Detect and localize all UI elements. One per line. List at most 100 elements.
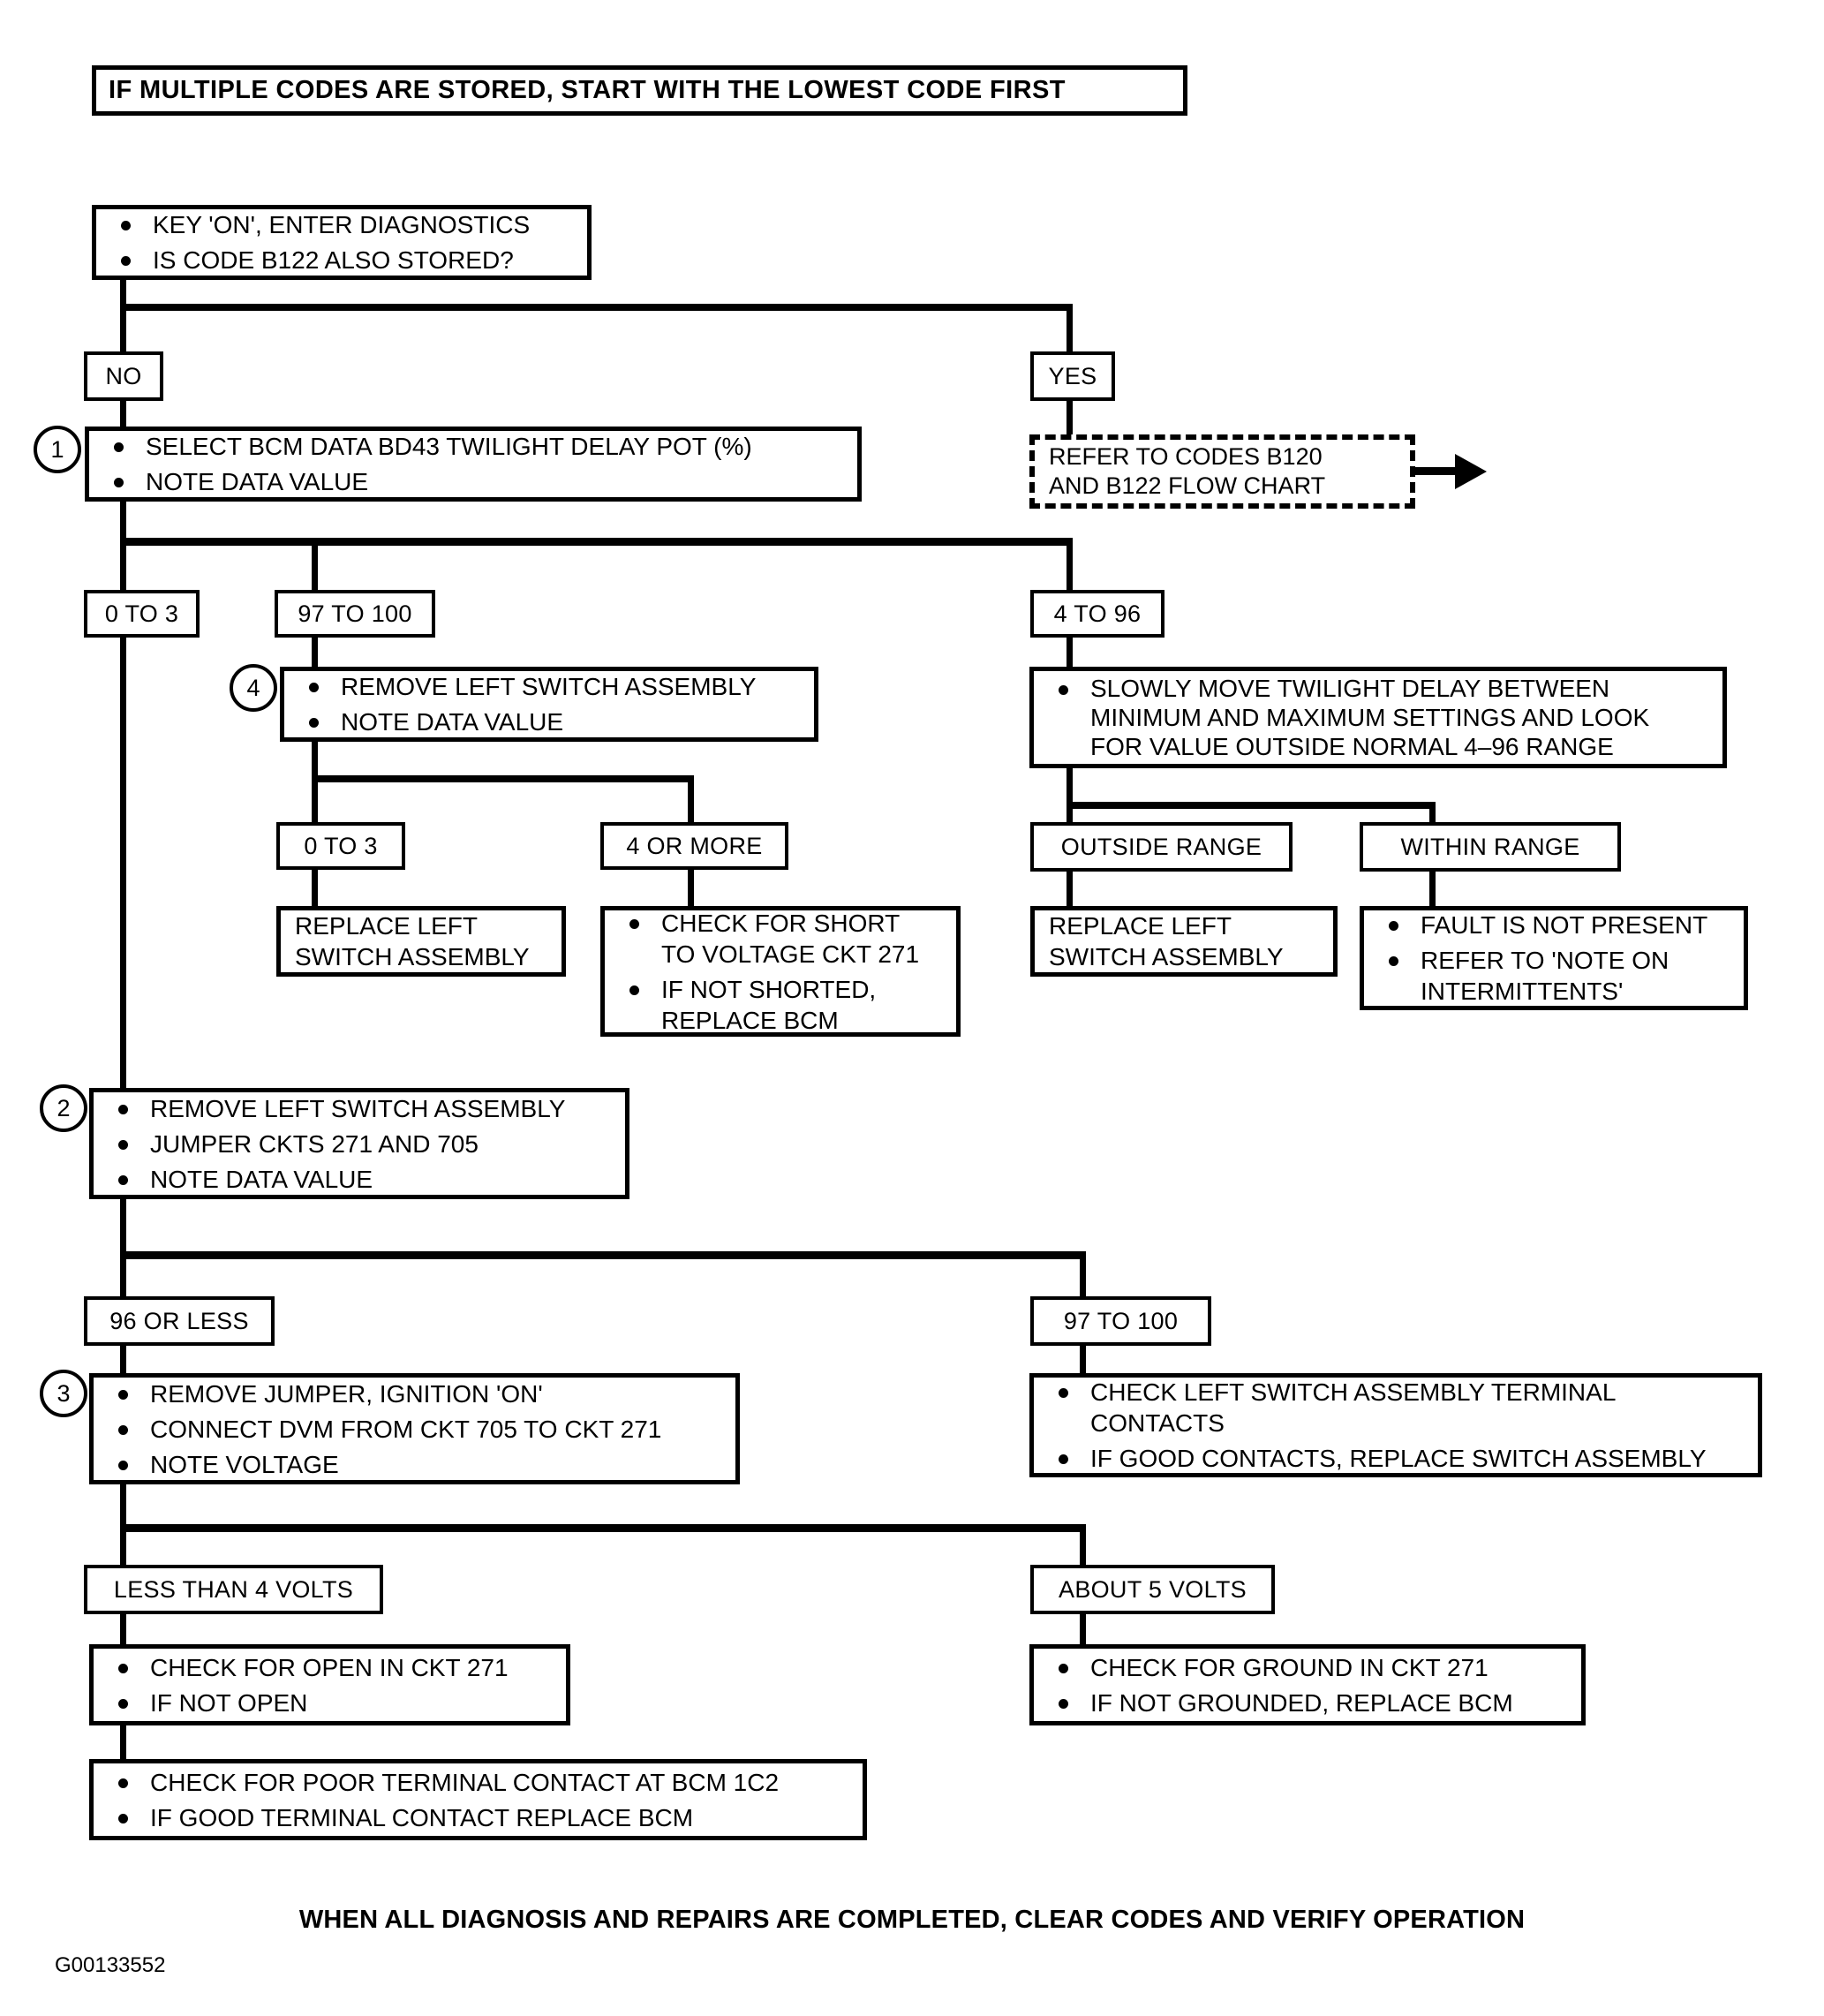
node-step-1-list: SELECT BCM DATA BD43 TWILIGHT DELAY POT … [89, 427, 857, 502]
node-check-ground-list: CHECK FOR GROUND IN CKT 271 IF NOT GROUN… [1034, 1648, 1581, 1723]
connector-step3-split-bar [120, 1524, 1086, 1532]
node-step-1: SELECT BCM DATA BD43 TWILIGHT DELAY POT … [85, 427, 862, 502]
connector-97to100-down [312, 638, 318, 673]
node-check-contacts-bullet-1: CHECK LEFT SWITCH ASSEMBLY TERMINAL CONT… [1053, 1377, 1745, 1438]
node-check-contacts-list: CHECK LEFT SWITCH ASSEMBLY TERMINAL CONT… [1034, 1372, 1758, 1478]
node-start-bullet-2: IS CODE B122 ALSO STORED? [116, 245, 575, 276]
node-step-2-bullet-3: NOTE DATA VALUE [113, 1164, 613, 1195]
connector-start-down [120, 280, 126, 309]
node-step-4-bullet-2: NOTE DATA VALUE [304, 706, 802, 737]
header-banner: IF MULTIPLE CODES ARE STORED, START WITH… [92, 65, 1187, 116]
label-range3-a-text: 96 OR LESS [109, 1307, 249, 1334]
node-replace-left-2: REPLACE LEFT SWITCH ASSEMBLY [1030, 906, 1338, 977]
node-replace-left-2-text: REPLACE LEFT SWITCH ASSEMBLY [1049, 912, 1284, 970]
step-circle-1-text: 1 [50, 435, 64, 463]
label-range4-b: ABOUT 5 VOLTS [1030, 1565, 1275, 1614]
header-banner-text: IF MULTIPLE CODES ARE STORED, START WITH… [109, 76, 1066, 104]
node-poor-contact-bullet-1: CHECK FOR POOR TERMINAL CONTACT AT BCM 1… [113, 1767, 850, 1798]
step-circle-2-text: 2 [57, 1094, 71, 1121]
node-short-check: CHECK FOR SHORT TO VOLTAGE CKT 271 IF NO… [600, 906, 961, 1037]
connector-4to96-down [1067, 638, 1073, 673]
node-step-4-list: REMOVE LEFT SWITCH ASSEMBLY NOTE DATA VA… [284, 667, 814, 742]
node-step-2-list: REMOVE LEFT SWITCH ASSEMBLY JUMPER CKTS … [94, 1089, 625, 1199]
node-refer-line-1: REFER TO CODES B120 [1049, 443, 1323, 470]
label-range1-b: 97 TO 100 [275, 590, 435, 638]
label-range2-d-text: WITHIN RANGE [1400, 833, 1580, 860]
connector-range2-a-down [312, 870, 318, 910]
label-range4-b-text: ABOUT 5 VOLTS [1059, 1575, 1247, 1603]
label-range2-c: OUTSIDE RANGE [1030, 822, 1293, 872]
step-circle-4-text: 4 [246, 674, 260, 701]
connector-open-down [120, 1725, 126, 1764]
node-step-3-bullet-2: CONNECT DVM FROM CKT 705 TO CKT 271 [113, 1414, 723, 1445]
connector-step2-split-bar [120, 1251, 1086, 1259]
node-step-2: REMOVE LEFT SWITCH ASSEMBLY JUMPER CKTS … [89, 1088, 629, 1199]
label-no-text: NO [105, 362, 142, 389]
connector-start-split-bar [120, 304, 1073, 311]
step-circle-2: 2 [40, 1084, 87, 1132]
label-no: NO [84, 351, 163, 401]
node-slowly-move-list: SLOWLY MOVE TWILIGHT DELAY BETWEEN MINIM… [1034, 672, 1722, 763]
node-start: KEY 'ON', ENTER DIAGNOSTICS IS CODE B122… [92, 205, 592, 280]
node-fault-bullet-2: REFER TO 'NOTE ON INTERMITTENTS' [1383, 945, 1731, 1007]
node-refer-dashed: REFER TO CODES B120 AND B122 FLOW CHART [1029, 434, 1415, 509]
step-circle-4: 4 [230, 664, 277, 712]
connector-step3-right [1080, 1524, 1086, 1568]
label-range1-a-text: 0 TO 3 [104, 600, 179, 627]
node-poor-contact: CHECK FOR POOR TERMINAL CONTACT AT BCM 1… [89, 1759, 867, 1840]
connector-step4-right [688, 775, 694, 827]
node-fault-bullet-1: FAULT IS NOT PRESENT [1383, 910, 1731, 940]
connector-yes-down [1067, 401, 1073, 438]
node-check-ground: CHECK FOR GROUND IN CKT 271 IF NOT GROUN… [1029, 1644, 1586, 1725]
connector-step2-left [120, 1251, 126, 1300]
footer-note: WHEN ALL DIAGNOSIS AND REPAIRS ARE COMPL… [298, 1906, 1526, 1934]
label-range4-a-text: LESS THAN 4 VOLTS [113, 1575, 354, 1603]
node-step-3-bullet-3: NOTE VOLTAGE [113, 1449, 723, 1480]
label-range3-b: 97 TO 100 [1030, 1296, 1211, 1346]
connector-step2-down [120, 1199, 126, 1257]
node-fault-not-present: FAULT IS NOT PRESENT REFER TO 'NOTE ON I… [1360, 906, 1748, 1010]
connector-slowly-split-bar [1067, 802, 1436, 809]
step-circle-3: 3 [40, 1370, 87, 1417]
label-range2-a-text: 0 TO 3 [304, 832, 378, 859]
connector-range2-c-down [1067, 872, 1073, 910]
node-check-open-bullet-2: IF NOT OPEN [113, 1688, 554, 1718]
label-range2-b: 4 OR MORE [600, 822, 788, 870]
node-short-check-list: CHECK FOR SHORT TO VOLTAGE CKT 271 IF NO… [605, 903, 956, 1040]
node-check-open-bullet-1: CHECK FOR OPEN IN CKT 271 [113, 1652, 554, 1683]
node-check-ground-bullet-1: CHECK FOR GROUND IN CKT 271 [1053, 1652, 1569, 1683]
label-range2-c-text: OUTSIDE RANGE [1060, 833, 1262, 860]
label-yes-text: YES [1048, 362, 1097, 389]
label-range1-b-text: 97 TO 100 [298, 600, 412, 627]
node-check-open: CHECK FOR OPEN IN CKT 271 IF NOT OPEN [89, 1644, 570, 1725]
node-start-bullet-1: KEY 'ON', ENTER DIAGNOSTICS [116, 209, 575, 240]
node-step-1-bullet-2: NOTE DATA VALUE [109, 466, 845, 497]
connector-refer-arrow-stem [1415, 467, 1461, 475]
node-step-3-list: REMOVE JUMPER, IGNITION 'ON' CONNECT DVM… [94, 1374, 735, 1484]
connector-to-no [120, 304, 126, 353]
connector-range3-a-down [120, 1346, 126, 1386]
label-range3-a: 96 OR LESS [84, 1296, 275, 1346]
connector-step4-split-bar [312, 775, 694, 782]
node-check-contacts: CHECK LEFT SWITCH ASSEMBLY TERMINAL CONT… [1029, 1373, 1762, 1477]
connector-range4-a-down [120, 1614, 126, 1650]
label-range1-a: 0 TO 3 [84, 590, 200, 638]
node-step-2-bullet-1: REMOVE LEFT SWITCH ASSEMBLY [113, 1093, 613, 1124]
node-short-check-bullet-2: IF NOT SHORTED, REPLACE BCM [624, 974, 944, 1036]
node-short-check-bullet-1: CHECK FOR SHORT TO VOLTAGE CKT 271 [624, 908, 944, 970]
node-step-4: REMOVE LEFT SWITCH ASSEMBLY NOTE DATA VA… [280, 667, 818, 742]
label-range2-d: WITHIN RANGE [1360, 822, 1621, 872]
node-check-contacts-bullet-2: IF GOOD CONTACTS, REPLACE SWITCH ASSEMBL… [1053, 1443, 1745, 1474]
label-yes: YES [1030, 351, 1115, 401]
node-slowly-move-bullet-1: SLOWLY MOVE TWILIGHT DELAY BETWEEN MINIM… [1053, 674, 1710, 761]
label-range1-c: 4 TO 96 [1030, 590, 1164, 638]
connector-step2-right [1080, 1251, 1086, 1300]
node-step-1-bullet-1: SELECT BCM DATA BD43 TWILIGHT DELAY POT … [109, 431, 845, 462]
node-replace-left-1-text: REPLACE LEFT SWITCH ASSEMBLY [295, 912, 530, 970]
node-poor-contact-list: CHECK FOR POOR TERMINAL CONTACT AT BCM 1… [94, 1763, 863, 1838]
connector-split-97to100 [312, 538, 318, 595]
node-start-list: KEY 'ON', ENTER DIAGNOSTICS IS CODE B122… [96, 205, 587, 280]
connector-step4-down [312, 742, 318, 781]
connector-range4-b-down [1080, 1614, 1086, 1650]
node-step-2-bullet-2: JUMPER CKTS 271 AND 705 [113, 1129, 613, 1159]
